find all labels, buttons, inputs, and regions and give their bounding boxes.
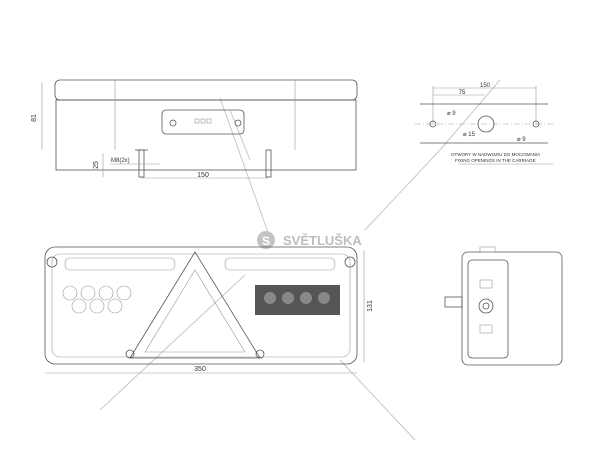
width-dim-label: 350 <box>194 366 206 373</box>
svg-text:S: S <box>262 234 270 248</box>
led-cluster-right <box>255 285 340 315</box>
mounting-hole-diagram: 150 75 ⌀ 9 ⌀ 15 ⌀ 9 OTWORY W NADWOZIU DO… <box>415 83 555 165</box>
thread-label: M8(2x) <box>111 158 130 164</box>
brand-logo: S SVĚTLUŠKA <box>257 231 362 249</box>
note-pl: OTWORY W NADWOZIU DO MOCOWANIA <box>451 152 540 157</box>
brand-name: SVĚTLUŠKA <box>283 233 362 248</box>
hole-half-spacing-label: 75 <box>459 90 466 96</box>
top-view: 81 25 M8(2x) 150 <box>31 79 358 179</box>
led-cluster-left <box>62 285 132 314</box>
note-en: FIXING OPENINGS IN THE CARRIAGE <box>455 158 536 163</box>
height-dim-label: 81 <box>31 114 38 122</box>
front-height-dim-label: 131 <box>367 300 374 312</box>
stud-dim-label: 25 <box>93 161 100 169</box>
side-view <box>444 246 563 366</box>
stud-spacing-label: 150 <box>197 172 209 179</box>
hole-large-label: ⌀ 15 <box>463 132 476 138</box>
hole-spacing-label: 150 <box>480 83 491 89</box>
watermark-lines <box>99 79 501 441</box>
front-view: 350 131 <box>44 246 374 374</box>
hole-small-1-label: ⌀ 9 <box>447 111 456 117</box>
hole-small-2-label: ⌀ 9 <box>517 137 526 143</box>
